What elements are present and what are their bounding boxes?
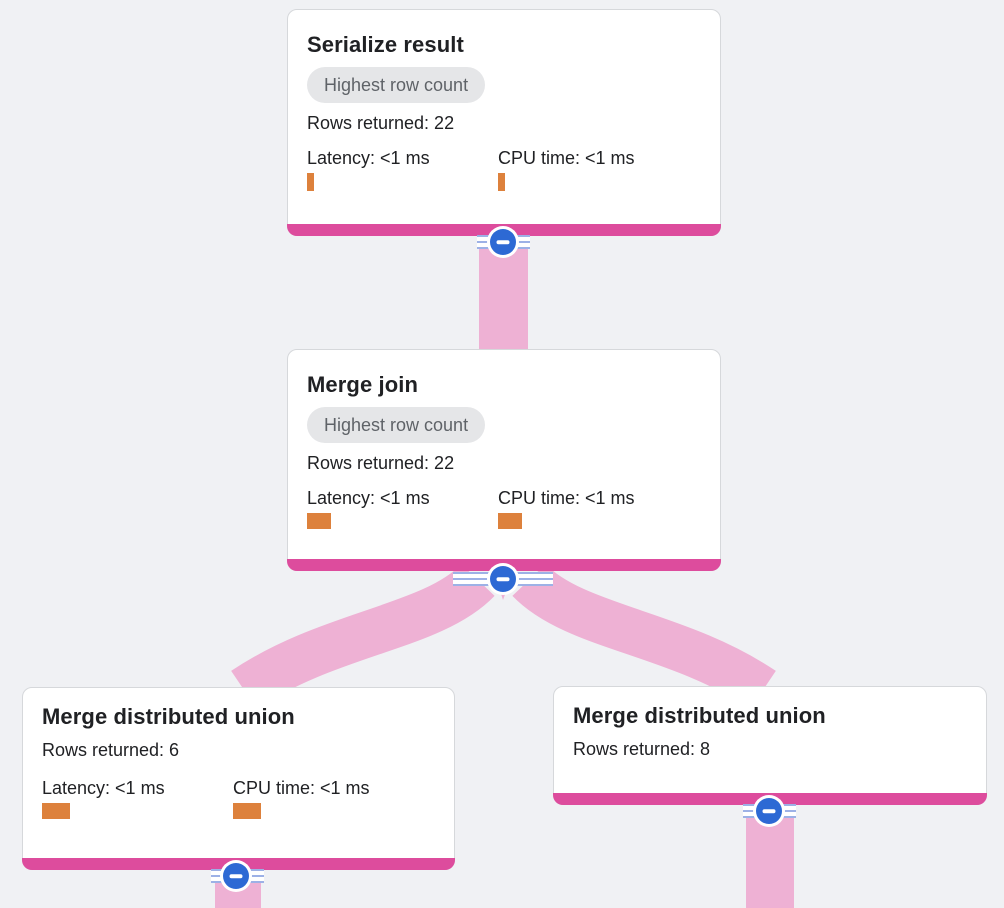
cpu-time-label: CPU time: <1 ms	[498, 488, 635, 508]
cpu-time-bar	[498, 513, 522, 529]
node-merge-distributed-union-left[interactable]: Merge distributed union Rows returned: 6…	[22, 687, 455, 870]
rows-returned-text: Rows returned: 6	[42, 740, 180, 760]
node-merge-join[interactable]: Merge join Highest row count Rows return…	[287, 349, 721, 571]
node-serialize-result[interactable]: Serialize result Highest row count Rows …	[287, 9, 721, 236]
cpu-time-bar	[233, 803, 261, 819]
rows-returned-text: Rows returned: 22	[307, 453, 455, 473]
collapse-button-merge-join[interactable]	[490, 566, 516, 592]
highest-row-count-badge: Highest row count	[307, 67, 486, 103]
latency-metric: Latency: <1 ms	[42, 777, 233, 819]
rows-returned-text: Rows returned: 8	[573, 739, 711, 759]
cpu-time-label: CPU time: <1 ms	[498, 148, 635, 168]
highest-row-count-badge: Highest row count	[307, 407, 486, 443]
cpu-time-label: CPU time: <1 ms	[233, 778, 370, 798]
minus-icon	[496, 577, 510, 581]
node-title: Merge distributed union	[573, 703, 826, 728]
node-merge-distributed-union-right[interactable]: Merge distributed union Rows returned: 8	[553, 686, 987, 805]
collapse-button-serialize-result[interactable]	[490, 229, 516, 255]
cpu-time-metric: CPU time: <1 ms	[233, 777, 424, 819]
latency-bar	[307, 173, 314, 191]
latency-bar	[42, 803, 70, 819]
latency-label: Latency: <1 ms	[42, 778, 165, 798]
node-title: Merge join	[307, 372, 419, 397]
collapse-button-right-union[interactable]	[756, 798, 782, 824]
metrics-row: Latency: <1 ms CPU time: <1 ms	[307, 147, 700, 191]
metrics-row: Latency: <1 ms CPU time: <1 ms	[42, 777, 434, 819]
node-title: Merge distributed union	[42, 704, 295, 729]
latency-label: Latency: <1 ms	[307, 488, 430, 508]
minus-icon	[762, 809, 776, 813]
edge-left-union-to-merge-join	[231, 563, 495, 710]
node-title: Serialize result	[307, 32, 464, 57]
node-bottom-bar	[287, 559, 721, 571]
latency-metric: Latency: <1 ms	[307, 487, 498, 529]
edge-right-union-to-merge-join	[512, 563, 776, 710]
cpu-time-metric: CPU time: <1 ms	[498, 487, 689, 529]
cpu-time-metric: CPU time: <1 ms	[498, 147, 689, 191]
latency-bar	[307, 513, 331, 529]
latency-label: Latency: <1 ms	[307, 148, 430, 168]
metrics-row: Latency: <1 ms CPU time: <1 ms	[307, 487, 700, 529]
cpu-time-bar	[498, 173, 505, 191]
collapse-button-left-union[interactable]	[223, 863, 249, 889]
minus-icon	[229, 874, 243, 878]
rows-returned-text: Rows returned: 22	[307, 113, 455, 133]
latency-metric: Latency: <1 ms	[307, 147, 498, 191]
minus-icon	[496, 240, 510, 244]
